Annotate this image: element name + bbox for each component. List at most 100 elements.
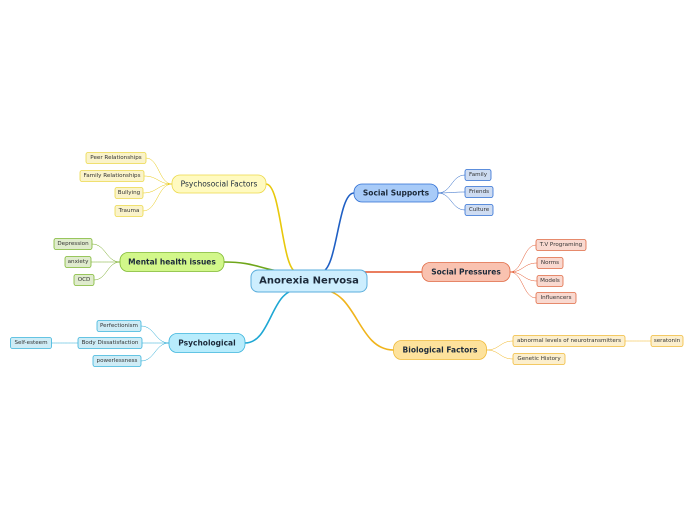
branch-social-supports[interactable]: Social Supports bbox=[353, 183, 439, 203]
branch-psychological-item-perfectionism-label: Perfectionism bbox=[100, 323, 138, 329]
branch-mental-item-anxiety[interactable]: anxiety bbox=[64, 256, 92, 268]
branch-biological-item-genetic-history-box bbox=[512, 353, 566, 365]
branch-social-supports-item-culture-connector bbox=[437, 192, 466, 211]
branch-biological-item-abnormal-levels-of-neurotransmitters-label: abnormal levels of neurotransmitters bbox=[517, 338, 621, 344]
branch-social-supports-item-culture-label: Culture bbox=[469, 207, 490, 213]
branch-mental-item-anxiety-box bbox=[64, 256, 92, 268]
branch-psychological-item-body-dissatisfaction-item-self-esteem-box bbox=[10, 337, 52, 349]
branch-social-supports-item-friends-box bbox=[464, 186, 494, 198]
branch-psychological-item-powerlessness[interactable]: powerlessness bbox=[92, 355, 142, 367]
branch-psychological-item-perfectionism[interactable]: Perfectionism bbox=[96, 320, 142, 332]
central-topic[interactable]: Anorexia Nervosa bbox=[250, 269, 368, 293]
branch-psychosocial-item-peer-relationships-connector bbox=[145, 157, 173, 185]
branch-social-supports-item-family-box bbox=[464, 169, 492, 181]
branch-mental[interactable]: Mental health issues bbox=[119, 252, 225, 272]
branch-biological-item-abnormal-levels-of-neurotransmitters-item-seratonin[interactable]: seratonin bbox=[650, 335, 684, 347]
branch-social-pressures-item-models-box bbox=[536, 275, 564, 287]
branch-psychological-label: Psychological bbox=[178, 339, 235, 348]
branch-social-supports-item-family-connector bbox=[437, 174, 466, 194]
branch-psychological[interactable]: Psychological bbox=[168, 333, 246, 353]
branch-social-pressures-label: Social Pressures bbox=[431, 268, 501, 277]
branch-biological-item-genetic-history-connector bbox=[486, 349, 514, 360]
branch-biological-item-abnormal-levels-of-neurotransmitters-item-seratonin-label: seratonin bbox=[654, 338, 681, 344]
branch-psychological-item-perfectionism-box bbox=[96, 320, 142, 332]
branch-social-pressures-item-models-label: Models bbox=[540, 278, 560, 284]
branch-psychosocial-item-peer-relationships[interactable]: Peer Relationships bbox=[85, 152, 147, 164]
branch-mental-item-anxiety-label: anxiety bbox=[68, 259, 89, 265]
branch-psychosocial-connector bbox=[265, 183, 298, 273]
branch-psychological-item-powerlessness-box bbox=[92, 355, 142, 367]
branch-social-pressures-item-norms-box bbox=[536, 257, 564, 269]
branch-social-pressures-item-t-v-programing-label: T.V Programing bbox=[539, 242, 583, 248]
branch-social-supports-item-friends-connector bbox=[437, 191, 466, 194]
branch-psychological-item-body-dissatisfaction-label: Body Dissatisfaction bbox=[82, 340, 139, 346]
branch-psychological-item-body-dissatisfaction-box bbox=[77, 337, 143, 349]
branch-psychosocial-item-family-relationships[interactable]: Family Relationships bbox=[79, 170, 145, 182]
branch-social-pressures[interactable]: Social Pressures bbox=[421, 262, 511, 282]
branch-mental-item-depression-label: Depression bbox=[57, 241, 89, 247]
branch-mental-item-ocd-connector bbox=[93, 261, 121, 281]
branch-social-supports-item-friends-label: Friends bbox=[469, 189, 489, 195]
branch-social-pressures-item-influencers-box bbox=[535, 292, 577, 304]
branch-social-supports-item-culture[interactable]: Culture bbox=[464, 204, 494, 216]
branch-biological-item-abnormal-levels-of-neurotransmitters[interactable]: abnormal levels of neurotransmitters bbox=[512, 335, 626, 347]
branch-psychological-item-body-dissatisfaction[interactable]: Body Dissatisfaction bbox=[77, 337, 143, 349]
branch-biological-label: Biological Factors bbox=[403, 346, 478, 355]
branch-social-supports-item-family[interactable]: Family bbox=[464, 169, 492, 181]
branch-biological-item-abnormal-levels-of-neurotransmitters-box bbox=[512, 335, 626, 347]
branch-psychosocial-item-trauma-label: Trauma bbox=[118, 208, 140, 214]
branch-psychosocial[interactable]: Psychosocial Factors bbox=[171, 174, 267, 194]
branch-social-pressures-item-norms[interactable]: Norms bbox=[536, 257, 564, 269]
branch-social-pressures-item-influencers-connector bbox=[509, 271, 537, 299]
branch-mental-item-depression-connector bbox=[91, 243, 121, 263]
branch-psychosocial-box bbox=[171, 174, 267, 194]
branch-social-supports-connector bbox=[320, 192, 355, 273]
branch-social-supports-item-culture-box bbox=[464, 204, 494, 216]
branch-psychological-item-powerlessness-connector bbox=[140, 342, 170, 362]
branch-psychosocial-item-trauma-connector bbox=[142, 183, 173, 212]
branch-biological-item-genetic-history[interactable]: Genetic History bbox=[512, 353, 566, 365]
branch-psychosocial-item-trauma-box bbox=[114, 205, 144, 217]
branch-psychosocial-item-peer-relationships-label: Peer Relationships bbox=[90, 155, 141, 161]
branch-biological-item-abnormal-levels-of-neurotransmitters-connector bbox=[486, 340, 514, 351]
branch-psychosocial-label: Psychosocial Factors bbox=[181, 180, 258, 189]
branch-social-supports-item-family-label: Family bbox=[469, 172, 488, 178]
branch-social-pressures-item-t-v-programing[interactable]: T.V Programing bbox=[535, 239, 587, 251]
branch-mental-box bbox=[119, 252, 225, 272]
branch-social-supports-box bbox=[353, 183, 439, 203]
branch-psychological-item-body-dissatisfaction-item-self-esteem[interactable]: Self-esteem bbox=[10, 337, 52, 349]
branch-mental-item-ocd-label: OCD bbox=[78, 277, 91, 283]
branch-psychosocial-item-family-relationships-connector bbox=[143, 175, 173, 185]
branch-psychological-item-powerlessness-label: powerlessness bbox=[97, 358, 138, 364]
branch-mental-item-ocd-box bbox=[73, 274, 95, 286]
branch-mental-item-depression-box bbox=[53, 238, 93, 250]
branch-psychosocial-item-peer-relationships-box bbox=[85, 152, 147, 164]
branch-social-pressures-item-influencers[interactable]: Influencers bbox=[535, 292, 577, 304]
branch-psychosocial-item-bullying-box bbox=[114, 187, 144, 199]
branch-mental-item-depression[interactable]: Depression bbox=[53, 238, 93, 250]
branch-social-supports-item-friends[interactable]: Friends bbox=[464, 186, 494, 198]
branch-social-pressures-item-models[interactable]: Models bbox=[536, 275, 564, 287]
branch-mental-item-ocd[interactable]: OCD bbox=[73, 274, 95, 286]
branch-social-pressures-item-t-v-programing-connector bbox=[509, 244, 537, 273]
branch-biological-connector bbox=[320, 289, 395, 351]
branch-biological-box bbox=[393, 340, 487, 360]
branch-psychological-box bbox=[168, 333, 246, 353]
branch-psychological-item-body-dissatisfaction-item-self-esteem-label: Self-esteem bbox=[14, 340, 47, 346]
branch-psychological-connector bbox=[244, 289, 298, 344]
branch-social-pressures-item-models-connector bbox=[509, 271, 538, 282]
branch-social-supports-label: Social Supports bbox=[363, 189, 430, 198]
branch-biological-item-genetic-history-label: Genetic History bbox=[517, 356, 561, 362]
branch-psychosocial-item-family-relationships-box bbox=[79, 170, 145, 182]
branch-social-pressures-box bbox=[421, 262, 511, 282]
branch-psychosocial-item-bullying[interactable]: Bullying bbox=[114, 187, 144, 199]
branch-psychosocial-item-bullying-label: Bullying bbox=[118, 190, 141, 196]
branch-psychosocial-item-family-relationships-label: Family Relationships bbox=[83, 173, 140, 179]
branch-psychosocial-item-trauma[interactable]: Trauma bbox=[114, 205, 144, 217]
branch-biological[interactable]: Biological Factors bbox=[393, 340, 487, 360]
branch-mental-label: Mental health issues bbox=[128, 258, 216, 267]
branch-social-pressures-item-influencers-label: Influencers bbox=[541, 295, 572, 301]
branch-social-pressures-item-norms-connector bbox=[509, 262, 538, 273]
